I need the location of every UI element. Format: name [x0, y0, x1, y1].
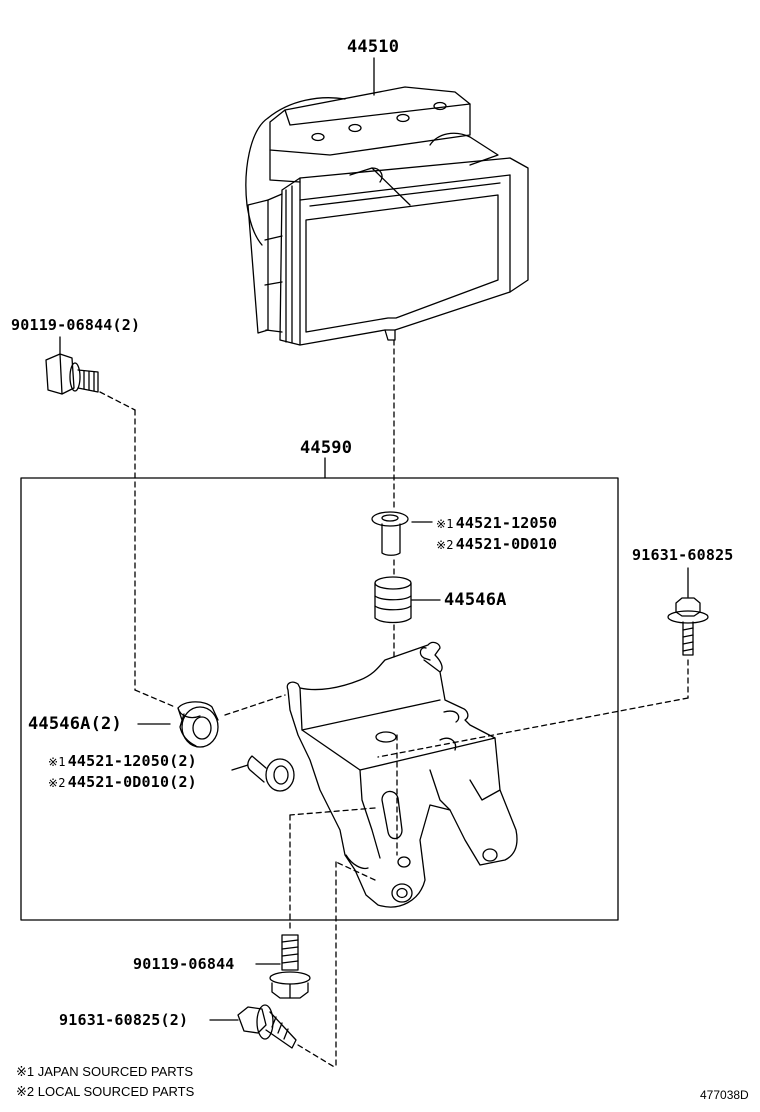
center-line	[224, 694, 286, 716]
legend-japan-sourced: ※1 JAPAN SOURCED PARTS	[16, 1064, 194, 1079]
center-line	[335, 861, 376, 881]
grommet-icon	[177, 701, 219, 748]
center-line	[99, 391, 136, 411]
mark-2: ※2	[436, 538, 454, 552]
part-number-90119-bottom: 90119-06844	[133, 955, 235, 973]
flange-bolt-icon	[237, 1004, 297, 1049]
center-line	[289, 807, 376, 816]
part-number-44590: 44590	[300, 438, 353, 458]
part-number-44546a-top: 44546A	[444, 590, 507, 610]
bracket-assembly-frame	[20, 477, 619, 921]
hex-bolt-icon	[269, 934, 311, 999]
part-number-91631-right: 91631-60825	[632, 546, 734, 564]
center-line	[134, 689, 176, 708]
center-line	[297, 1044, 337, 1069]
part-number-91631-bottom: 91631-60825(2)	[59, 1011, 189, 1029]
part-number-44546a-left: 44546A(2)	[28, 714, 122, 734]
mark-2: ※2	[48, 776, 66, 790]
leader-line	[231, 764, 249, 771]
legend-local-sourced: ※2 LOCAL SOURCED PARTS	[16, 1084, 195, 1099]
collar-icon	[371, 511, 409, 556]
mark-1: ※1	[436, 517, 454, 531]
part-number-90119-top: 90119-06844(2)	[11, 316, 141, 334]
part-number-text: 44521-12050(2)	[67, 752, 197, 770]
center-line	[377, 697, 689, 758]
abs-actuator-icon	[245, 86, 529, 346]
hex-bolt-icon	[45, 353, 99, 395]
diagram-id: 477038D	[700, 1088, 749, 1102]
part-number-text: 44521-0D010	[455, 535, 558, 553]
flange-bolt-icon	[667, 597, 709, 656]
bracket-icon	[286, 641, 518, 908]
collar-icon	[247, 755, 295, 792]
mark-1: ※1	[48, 755, 66, 769]
part-number-44510: 44510	[347, 37, 400, 57]
grommet-icon	[374, 576, 412, 624]
part-number-text: 44521-0D010(2)	[67, 773, 197, 791]
part-number-text: 44521-12050	[455, 514, 558, 532]
